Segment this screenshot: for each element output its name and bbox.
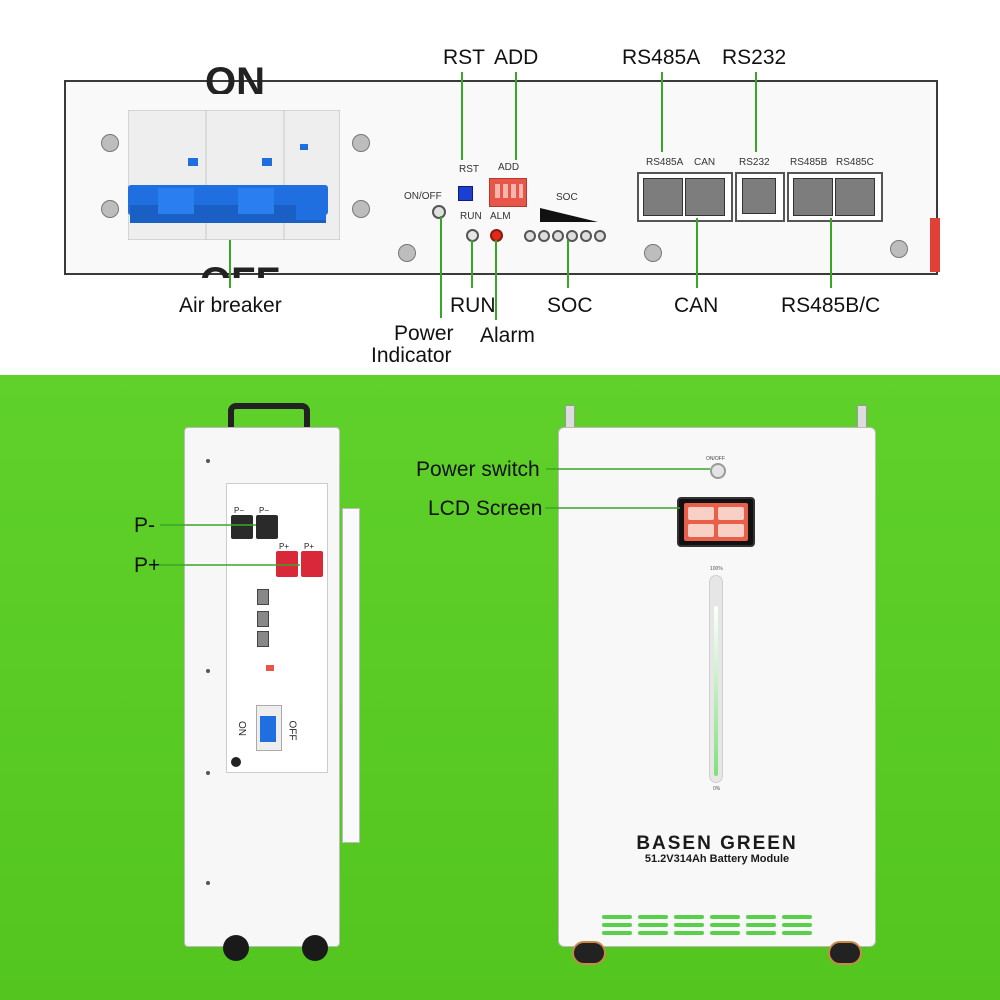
product-views-section: P− P− P+ P+ ON OFF P- P+ ON/OFF 100% 0% bbox=[0, 375, 1000, 1000]
panel-label-rs485a: RS485A bbox=[646, 157, 684, 168]
panel-label-can: CAN bbox=[694, 157, 716, 168]
side-dot bbox=[206, 771, 210, 775]
terminal-label-p-plus: P+ bbox=[279, 542, 290, 551]
side-bracket bbox=[342, 508, 360, 843]
callout-rst: RST bbox=[443, 46, 485, 69]
panel-label-rs485c: RS485C bbox=[836, 157, 874, 168]
front-wheel bbox=[828, 941, 862, 965]
callout-power-switch: Power switch bbox=[416, 458, 540, 481]
callout-power-indicator-line2: Indicator bbox=[371, 344, 452, 367]
screw-icon bbox=[644, 244, 662, 262]
leader-lines-top bbox=[229, 72, 832, 320]
side-dot bbox=[206, 459, 210, 463]
panel-label-on-off: ON/OFF bbox=[404, 191, 442, 202]
callout-add: ADD bbox=[494, 46, 539, 69]
side-wheel bbox=[302, 935, 328, 961]
rs232-port[interactable] bbox=[742, 178, 776, 214]
power-switch-button[interactable] bbox=[710, 463, 726, 479]
callout-lcd-screen: LCD Screen bbox=[428, 497, 543, 520]
lcd-display bbox=[684, 503, 748, 541]
screw-icon bbox=[101, 134, 119, 152]
callout-rs485a: RS485A bbox=[622, 46, 701, 69]
side-dot bbox=[206, 881, 210, 885]
callout-rs485bc: RS485B/C bbox=[781, 294, 881, 317]
soc-gauge bbox=[709, 575, 723, 783]
vent-slots bbox=[602, 915, 812, 935]
callout-rs232: RS232 bbox=[722, 46, 787, 69]
callout-power-indicator-line1: Power bbox=[394, 322, 454, 345]
soc-gauge-fill bbox=[714, 606, 718, 776]
terminal-label-p-minus: P− bbox=[234, 506, 245, 515]
callout-alarm: Alarm bbox=[480, 324, 535, 347]
panel-label-rst: RST bbox=[459, 164, 479, 175]
side-dip-switch[interactable] bbox=[266, 665, 274, 671]
model-text: 51.2V314Ah Battery Module bbox=[644, 853, 790, 865]
panel-label-rs232: RS232 bbox=[739, 157, 770, 168]
front-wheel bbox=[572, 941, 606, 965]
rs485a-port[interactable] bbox=[643, 178, 683, 216]
p-plus-terminal[interactable] bbox=[276, 551, 298, 577]
p-minus-terminal[interactable] bbox=[256, 515, 278, 539]
power-switch-mark: ON/OFF bbox=[706, 456, 725, 462]
rs485c-port[interactable] bbox=[835, 178, 875, 216]
side-dot bbox=[206, 669, 210, 673]
panel-label-soc: SOC bbox=[556, 192, 578, 203]
callout-p-plus: P+ bbox=[134, 554, 161, 577]
breaker-off-text: OFF bbox=[200, 260, 280, 278]
p-plus-terminal[interactable] bbox=[301, 551, 323, 577]
panel-label-run: RUN bbox=[460, 211, 482, 222]
leader-lines-bottom bbox=[160, 468, 710, 566]
side-knob[interactable] bbox=[231, 757, 241, 767]
callout-soc: SOC bbox=[547, 294, 593, 317]
power-indicator-led bbox=[432, 205, 446, 219]
soc-led bbox=[594, 230, 606, 242]
side-wheel bbox=[223, 935, 249, 961]
soc-led bbox=[538, 230, 550, 242]
soc-wedge-icon bbox=[540, 208, 598, 222]
panel-label-add: ADD bbox=[498, 162, 520, 173]
soc-led bbox=[552, 230, 564, 242]
panel-edge-tab bbox=[930, 218, 940, 272]
terminal-label-p-plus: P+ bbox=[304, 542, 315, 551]
air-breaker[interactable] bbox=[128, 110, 340, 240]
add-dip-switch[interactable] bbox=[489, 178, 527, 207]
soc-led bbox=[566, 230, 578, 242]
screw-icon bbox=[101, 200, 119, 218]
lcd-screen[interactable] bbox=[677, 497, 755, 547]
side-comm-port[interactable] bbox=[257, 611, 269, 627]
rst-button[interactable] bbox=[458, 186, 473, 201]
panel-label-alm: ALM bbox=[490, 211, 511, 222]
soc-led bbox=[524, 230, 536, 242]
can-port[interactable] bbox=[685, 178, 725, 216]
side-comm-port[interactable] bbox=[257, 589, 269, 605]
side-handle bbox=[228, 403, 310, 437]
gauge-top-label: 100% bbox=[710, 566, 723, 572]
soc-led bbox=[580, 230, 592, 242]
p-minus-terminal[interactable] bbox=[231, 515, 253, 539]
breaker-on-text: ON bbox=[205, 62, 265, 94]
callout-run: RUN bbox=[450, 294, 496, 317]
screw-icon bbox=[398, 244, 416, 262]
callout-can: CAN bbox=[674, 294, 719, 317]
callout-p-minus: P- bbox=[134, 514, 155, 537]
screw-icon bbox=[352, 200, 370, 218]
rs485b-port[interactable] bbox=[793, 178, 833, 216]
screw-icon bbox=[890, 240, 908, 258]
side-breaker[interactable] bbox=[256, 705, 282, 751]
front-panel-section: ON OFF ON/OFF RST ADD RUN ALM SOC RS485A… bbox=[0, 0, 1000, 375]
panel-label-rs485b: RS485B bbox=[790, 157, 828, 168]
brand-logo: BASEN GREEN bbox=[636, 833, 798, 854]
screw-icon bbox=[352, 134, 370, 152]
gauge-bottom-label: 0% bbox=[713, 786, 721, 792]
callout-air-breaker: Air breaker bbox=[179, 294, 282, 317]
terminal-label-p-minus: P− bbox=[259, 506, 270, 515]
side-comm-port[interactable] bbox=[257, 631, 269, 647]
